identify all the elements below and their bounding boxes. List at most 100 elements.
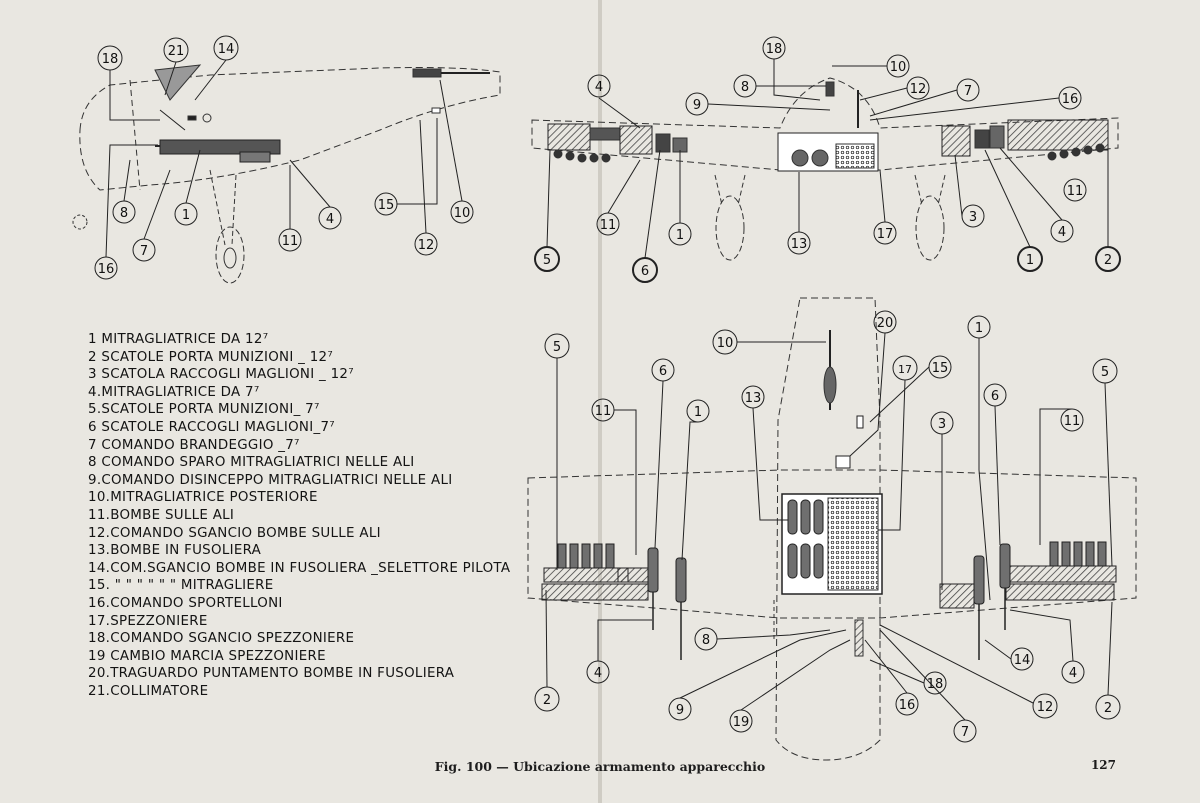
callout-number: 16 [98,262,115,277]
callout-number: 1 [182,208,190,223]
callout-number: 3 [938,417,946,432]
figure-caption: Fig. 100 — Ubicazione armamento apparecc… [434,759,766,774]
callout-number: 1 [694,405,702,420]
callout-number: 20 [877,316,894,331]
side-callout-labels: 18 21 14 8 1 4 15 10 7 16 11 12 [98,42,471,277]
callout-number: 11 [1067,184,1084,199]
legend-number: 15. [88,578,111,594]
callout-number: 5 [553,340,561,355]
legend-item: 12.COMANDO SGANCIO BOMBE SULLE ALI [88,525,508,543]
callout-number: 17 [898,363,912,376]
legend-number: 5. [88,402,102,418]
callout-number: 14 [218,42,235,57]
legend-number: 18. [88,631,111,647]
legend-number: 13. [88,543,111,559]
callout-number: 6 [659,364,667,379]
legend-text: SCATOLA RACCOGLI MAGLIONI _ 12⁷ [101,367,354,383]
callout-number: 11 [600,218,617,233]
legend-item: 4.MITRAGLIATRICE DA 7⁷ [88,384,508,402]
legend-item: 2 SCATOLE PORTA MUNIZIONI _ 12⁷ [88,349,508,367]
callout-number: 8 [741,80,749,95]
callout-number: 12 [1037,700,1054,715]
callout-number: 13 [791,237,808,252]
callout-number: 18 [102,52,119,67]
legend-item: 17.SPEZZONIERE [88,613,508,631]
legend-number: 11. [88,507,111,523]
callout-number: 11 [595,404,612,419]
callout-number: 15 [378,198,395,213]
callout-number: 15 [932,361,949,376]
legend-number: 9. [88,472,102,488]
top-view [527,297,1137,761]
front-wing-outline [531,77,1119,171]
legend-item: 9.COMANDO DISINCEPPO MITRAGLIATRICI NELL… [88,472,508,490]
callout-number: 2 [1104,701,1112,716]
side-callouts [94,35,474,280]
callout-number: 4 [1058,225,1066,240]
callout-number: 7 [140,244,148,259]
legend-text: COMANDO SPORTELLONI [110,595,283,611]
callout-number: 1 [676,228,684,243]
armament-legend: 1 MITRAGLIATRICE DA 12⁷ 2 SCATOLE PORTA … [88,331,510,701]
callout-number: 2 [543,693,551,708]
callout-number: 1 [975,321,983,336]
callout-number: 4 [594,666,602,681]
legend-item: 6 SCATOLE RACCOGLI MAGLIONI_7⁷ [88,419,508,437]
callout-number: 8 [702,633,710,648]
callout-number: 16 [1062,92,1079,107]
callout-number: 11 [1064,414,1081,429]
callout-number: 16 [899,698,916,713]
callout-number: 5 [1101,365,1109,380]
legend-item: 14.COM.SGANCIO BOMBE IN FUSOLIERA _SELET… [88,560,510,578]
side-view [72,64,501,284]
legend-number: 16. [88,595,111,611]
legend-number: 19 [88,648,106,664]
legend-item: 11.BOMBE SULLE ALI [88,507,508,525]
legend-item: 20.TRAGUARDO PUNTAMENTO BOMBE IN FUSOLIE… [88,665,508,683]
legend-item: 18.COMANDO SGANCIO SPEZZONIERE [88,630,508,648]
legend-item: 16.COMANDO SPORTELLONI [88,595,508,613]
callout-number: 6 [641,264,649,279]
callout-number: 21 [168,44,185,59]
front-callouts [534,36,1121,283]
top-fuselage-outline [775,297,881,761]
front-callout-labels: 18 10 8 4 9 12 7 16 5 11 6 1 13 17 3 1 4… [543,42,1112,279]
legend-number: 20. [88,666,111,682]
callout-number: 7 [961,725,969,740]
callout-number: 13 [745,391,762,406]
legend-item: 7 COMANDO BRANDEGGIO _7⁷ [88,437,508,455]
legend-text: COMANDO DISINCEPPO MITRAGLIATRICI NELLE … [101,472,453,488]
legend-text: SCATOLE PORTA MUNIZIONI_ 7⁷ [101,402,320,418]
legend-number: 3 [88,367,97,383]
callout-number: 9 [676,703,684,718]
callout-number: 10 [890,60,907,75]
legend-number: 6 [88,419,97,435]
side-rear-gun [412,68,442,78]
callout-number: 4 [326,212,334,227]
front-view [531,77,1119,261]
callout-number: 10 [454,206,471,221]
legend-item: 21.COLLIMATORE [88,683,508,701]
callout-number: 18 [766,42,783,57]
legend-text: " " " " " " MITRAGLIERE [114,578,274,594]
legend-number: 17. [88,613,111,629]
legend-number: 8 [88,455,97,471]
legend-number: 1 [88,332,97,347]
legend-number: 7 [88,437,97,453]
legend-number: 10. [88,490,111,506]
side-fuselage-outline [79,67,501,191]
callout-number: 6 [991,389,999,404]
callout-number: 1 [1026,253,1034,268]
legend-item: 15. " " " " " " MITRAGLIERE [88,577,508,595]
legend-text: SCATOLE RACCOGLI MAGLIONI_7⁷ [101,419,335,435]
callout-number: 9 [693,98,701,113]
callout-number: 11 [282,234,299,249]
legend-item: 8 COMANDO SPARO MITRAGLIATRICI NELLE ALI [88,454,508,472]
callout-number: 17 [877,227,894,242]
callout-number: 8 [120,206,128,221]
top-callout-labels: 5 10 20 1 5 6 11 1 13 17 15 6 3 11 8 4 1… [543,316,1112,740]
legend-text: COMANDO BRANDEGGIO _7⁷ [101,437,300,453]
callout-number: 3 [969,210,977,225]
